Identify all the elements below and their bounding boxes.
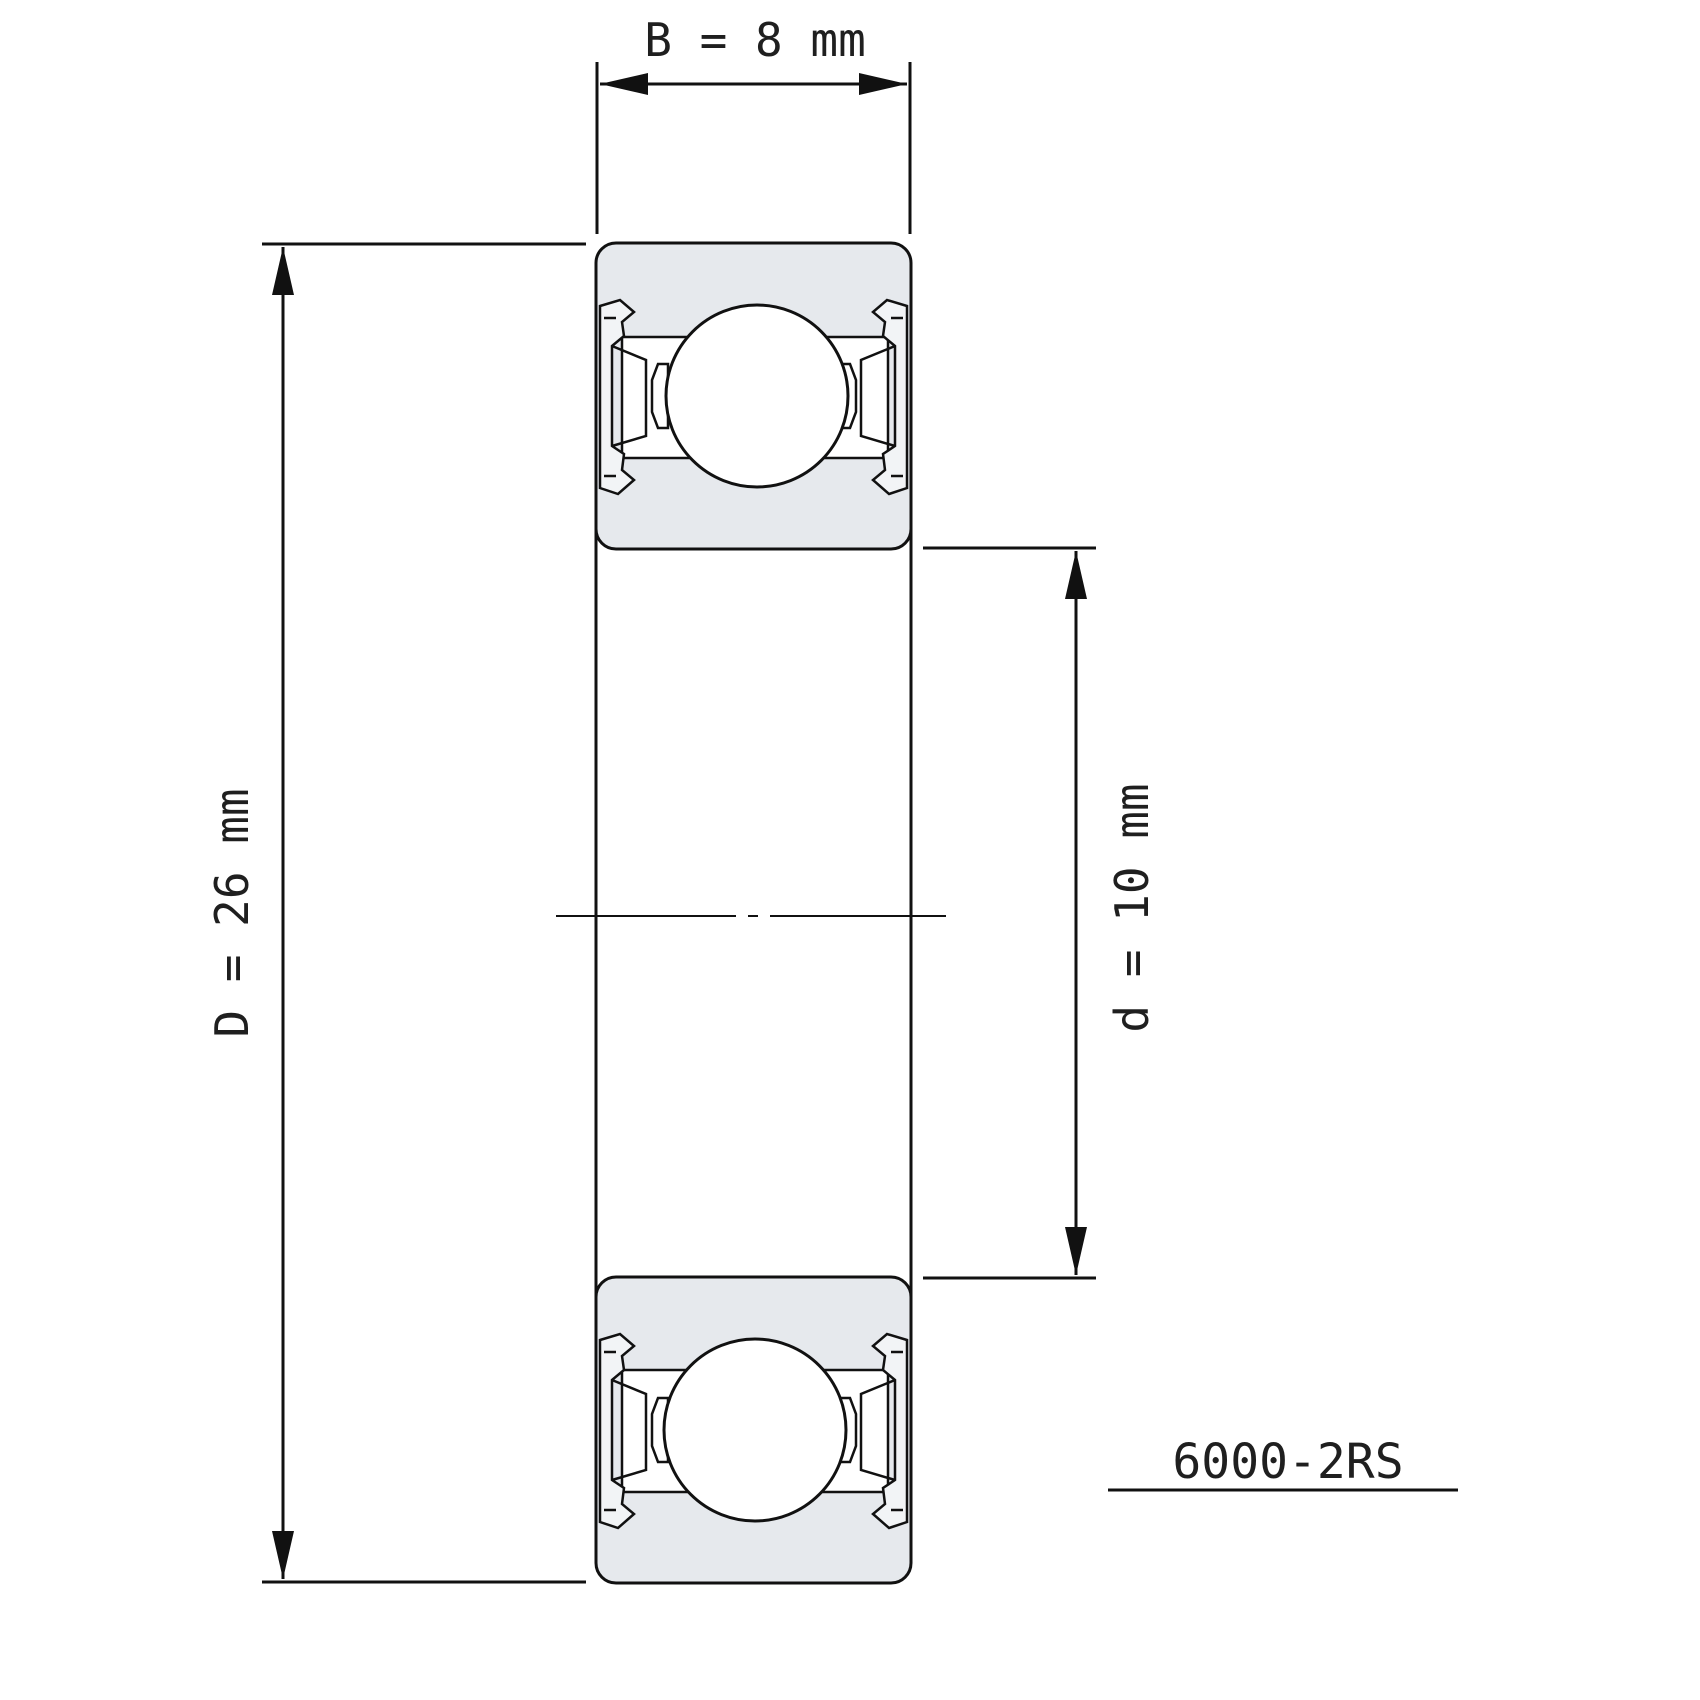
lower-right-seal xyxy=(859,1332,909,1530)
bearing-body xyxy=(556,520,946,1302)
lower-left-seal xyxy=(598,1332,648,1530)
upper-ball xyxy=(664,303,850,489)
width-dimension: B = 8 mm xyxy=(595,13,912,234)
bore-diameter-dimension: d = 10 mm xyxy=(923,546,1159,1280)
upper-bearing-section xyxy=(594,241,913,551)
part-designation: 6000-2RS xyxy=(1108,1434,1458,1492)
bore-diameter-label: d = 10 mm xyxy=(1105,783,1159,1032)
upper-cage-left xyxy=(650,362,670,430)
width-label: B = 8 mm xyxy=(644,13,866,67)
lower-ball xyxy=(662,1337,848,1523)
part-number: 6000-2RS xyxy=(1172,1434,1403,1490)
upper-right-seal xyxy=(859,298,909,496)
outer-diameter-label: D = 26 mm xyxy=(205,788,259,1037)
lower-bearing-section xyxy=(594,1275,913,1585)
upper-left-seal xyxy=(598,298,648,496)
outer-diameter-dimension: D = 26 mm xyxy=(205,242,586,1584)
